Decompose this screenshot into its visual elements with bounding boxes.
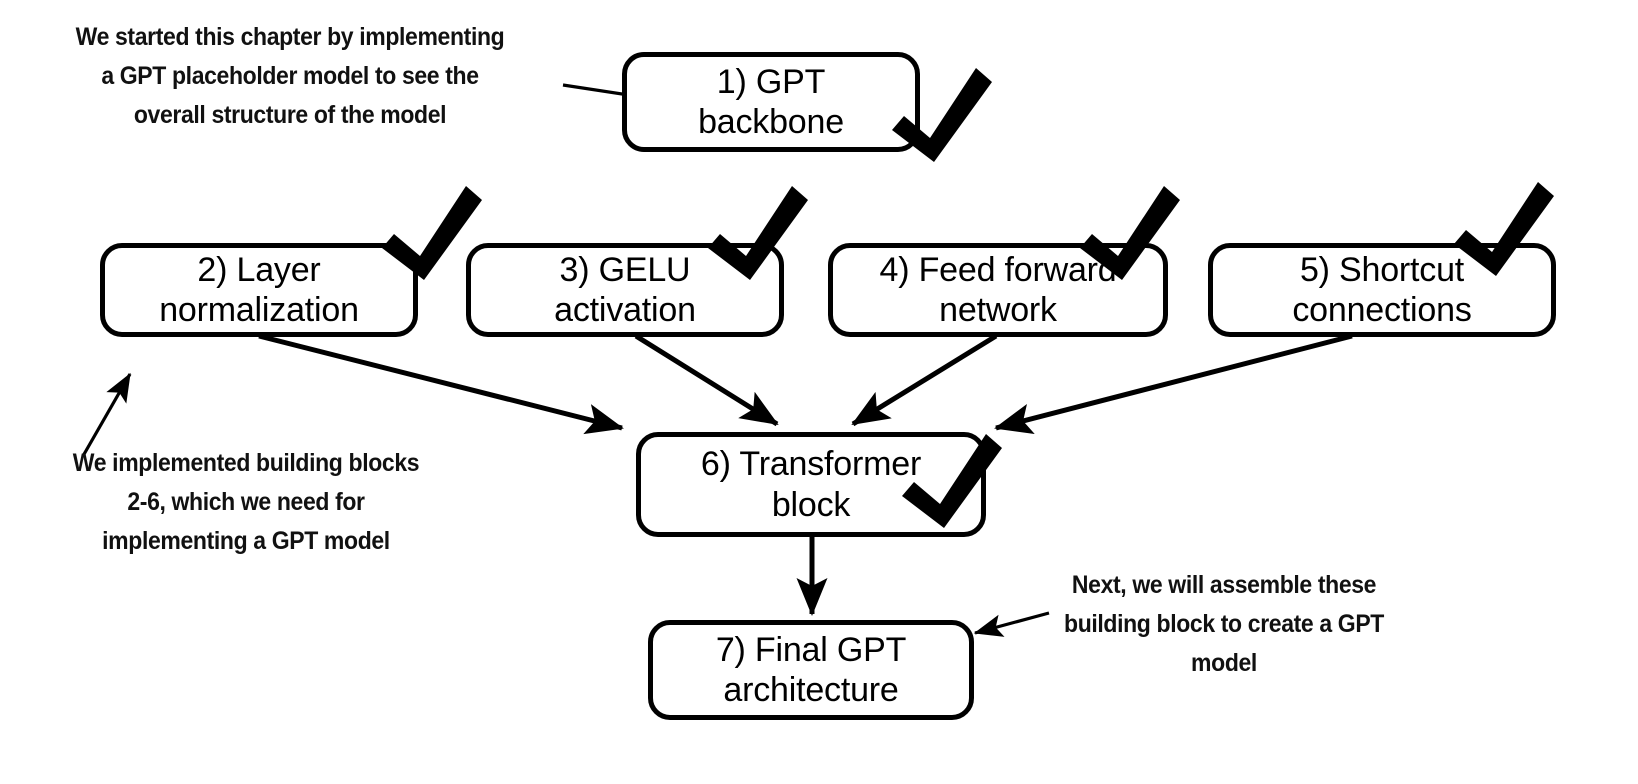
edge-shortcut-connections-to-transformer-block [994, 333, 1353, 434]
edge-feed-forward-network-to-transformer-block [851, 333, 998, 427]
edge-annotation2-to-layer-normalization [81, 372, 132, 457]
edge-layer-normalization-to-transformer-block [258, 333, 624, 435]
node-gelu-activation[interactable]: 3) GELU activation [466, 243, 784, 337]
edge-gelu-activation-to-transformer-block [634, 333, 779, 427]
node-layer-normalization[interactable]: 2) Layer normalization [100, 243, 418, 337]
annotation-next-steps: Next, we will assemble these building bl… [1064, 571, 1384, 677]
node-final-gpt-architecture[interactable]: 7) Final GPT architecture [648, 620, 974, 720]
node-shortcut-connections[interactable]: 5) Shortcut connections [1208, 243, 1556, 337]
annotation-chapter-intro: We started this chapter by implementing … [75, 23, 505, 129]
annotation-building-blocks: We implemented building blocks 2-6, whic… [72, 449, 420, 555]
node-gpt-backbone[interactable]: 1) GPT backbone [622, 52, 920, 152]
node-feed-forward-network[interactable]: 4) Feed forward network [828, 243, 1168, 337]
node-transformer-block[interactable]: 6) Transformer block [636, 432, 986, 537]
edge-annotation3-to-final-gpt-architecture [973, 611, 1050, 637]
